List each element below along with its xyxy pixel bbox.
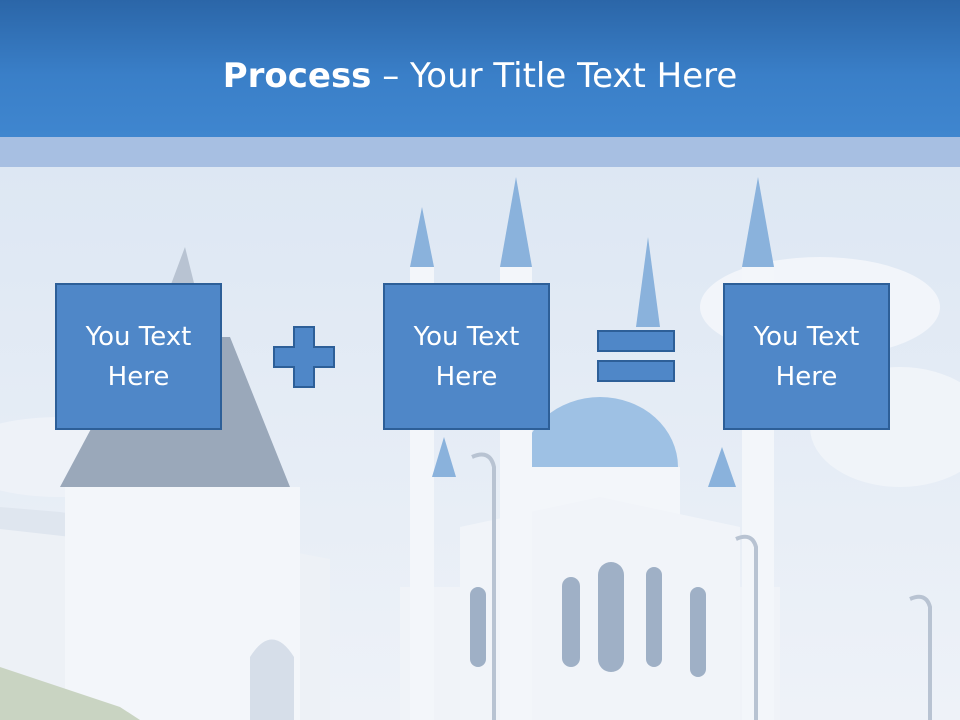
text-box-1-label: You Text Here — [85, 321, 192, 392]
text-box-2[interactable]: You Text Here — [383, 283, 550, 430]
text-box-3-label: You Text Here — [753, 321, 860, 392]
text-box-1[interactable]: You Text Here — [55, 283, 222, 430]
text-box-3[interactable]: You Text Here — [723, 283, 890, 430]
header-bar — [0, 0, 960, 137]
text-box-2-label: You Text Here — [413, 321, 520, 392]
slide-title: Process – Your Title Text Here — [0, 54, 960, 98]
header-band — [0, 137, 960, 167]
plus-icon — [273, 326, 335, 388]
title-bold: Process — [222, 56, 372, 96]
equals-icon — [597, 330, 675, 382]
title-rest: – Your Title Text Here — [371, 56, 738, 96]
background-photo — [0, 167, 960, 720]
